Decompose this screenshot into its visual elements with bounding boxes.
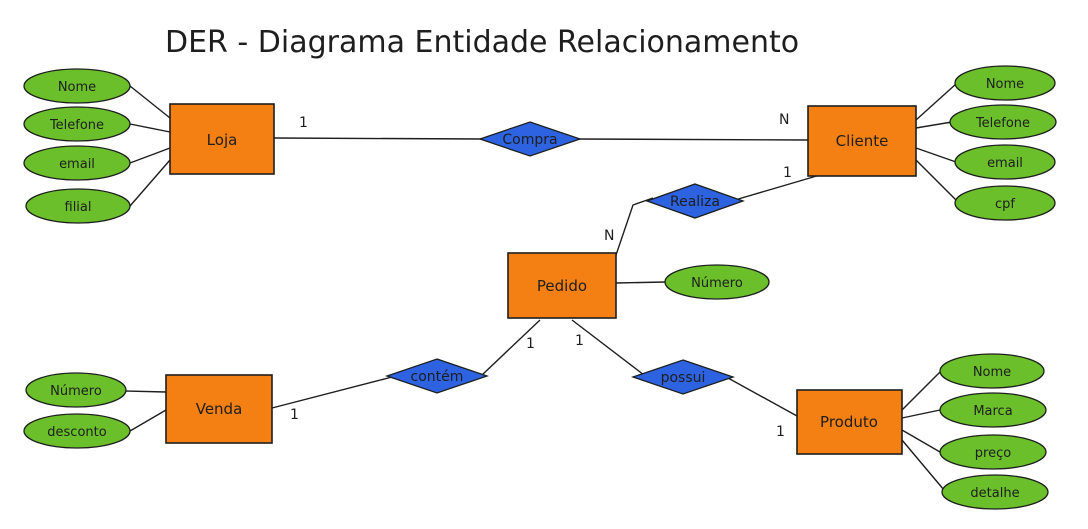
entity-pedido[interactable]: Pedido [507,252,617,319]
entity-venda-name: Venda [196,400,243,418]
cardinality-pedido-possui: 1 [575,333,584,349]
edge-pedido-possui [571,319,645,376]
edge-contem-venda [271,376,393,409]
cardinality-produto-possui: 1 [776,424,785,440]
cardinality-pedido-realiza: N [604,228,614,244]
svg-text:Telefone: Telefone [975,116,1030,131]
cardinality-cliente-realiza: 1 [783,165,792,181]
relationship-realiza-label: Realiza [670,194,720,210]
diagram-title: DER - Diagrama Entidade Relacionamento [165,25,799,60]
edge-cliente-realiza [734,174,821,201]
svg-text:detalhe: detalhe [970,486,1019,501]
attribute-cliente-cpf[interactable]: cpf [954,185,1056,221]
edge-pedido-numero [615,281,667,284]
edge-cliente-cpf [915,159,959,203]
edge-venda-numero [125,390,167,393]
svg-text:Nome: Nome [986,77,1024,92]
entity-produto[interactable]: Produto [796,389,903,455]
attribute-produto-nome[interactable]: Nome [939,353,1045,389]
entity-cliente-name: Cliente [836,132,889,150]
entity-produto-name: Produto [820,413,878,431]
edge-possui-produto [727,377,798,417]
attribute-loja-email[interactable]: email [23,145,131,181]
edge-produto-nome [901,371,941,411]
attribute-pedido-numero[interactable]: Número [664,264,770,300]
cardinality-cliente-compra: N [779,112,789,128]
edge-venda-desconto [129,409,167,432]
attribute-cliente-telefone[interactable]: Telefone [949,104,1057,140]
entity-loja-name: Loja [207,131,238,149]
attribute-produto-detalhe[interactable]: detalhe [941,474,1049,510]
edge-loja-compra [273,137,485,140]
relationship-compra[interactable]: Compra [477,121,583,157]
svg-text:email: email [59,157,95,172]
entity-pedido-name: Pedido [537,277,587,295]
relationship-contem-label: contém [411,369,464,385]
entity-cliente[interactable]: Cliente [807,105,917,177]
attribute-loja-filial[interactable]: filial [25,188,131,224]
attribute-produto-preco[interactable]: preço [939,434,1047,470]
relationship-compra-label: Compra [502,132,557,148]
attribute-produto-marca[interactable]: Marca [939,392,1047,428]
svg-text:Número: Número [50,384,102,399]
cardinality-venda-contem: 1 [290,407,299,423]
cardinality-loja-compra: 1 [299,115,308,131]
attribute-loja-nome[interactable]: Nome [23,68,131,104]
edge-produto-preco [901,429,941,453]
edge-cliente-email [915,147,957,163]
edge-produto-detalhe [901,439,945,491]
relationship-possui-label: possui [661,370,706,386]
svg-text:Nome: Nome [973,365,1011,380]
svg-text:Número: Número [691,276,743,291]
relationship-possui[interactable]: possui [630,359,736,395]
cardinality-pedido-contem: 1 [526,336,535,352]
edge-loja-nome [129,85,171,119]
attribute-loja-telefone[interactable]: Telefone [23,106,131,142]
edge-realiza-pedido [614,197,654,259]
edge-loja-telefone [129,123,171,133]
svg-text:desconto: desconto [47,425,106,440]
edge-loja-email [129,147,171,164]
attribute-cliente-nome[interactable]: Nome [954,65,1056,101]
entity-venda[interactable]: Venda [165,374,273,444]
svg-text:Nome: Nome [58,80,96,95]
svg-text:Telefone: Telefone [49,118,104,133]
svg-text:email: email [987,156,1023,171]
connector-lines [125,83,959,491]
svg-text:filial: filial [65,200,92,215]
attribute-venda-numero[interactable]: Número [25,372,127,408]
edge-cliente-nome [915,83,957,121]
edge-produto-marca [901,409,941,419]
svg-text:Marca: Marca [973,404,1012,419]
attribute-cliente-email[interactable]: email [954,144,1056,180]
edge-compra-cliente [577,138,809,141]
attribute-venda-desconto[interactable]: desconto [23,413,131,449]
entity-loja[interactable]: Loja [169,103,275,175]
svg-text:preço: preço [975,446,1011,461]
svg-text:cpf: cpf [995,197,1015,212]
edge-pedido-contem [481,319,541,376]
relationship-contem[interactable]: contém [384,358,490,394]
edge-cliente-telefone [915,121,953,129]
relationship-realiza[interactable]: Realiza [645,183,745,219]
edge-loja-filial [129,159,171,207]
